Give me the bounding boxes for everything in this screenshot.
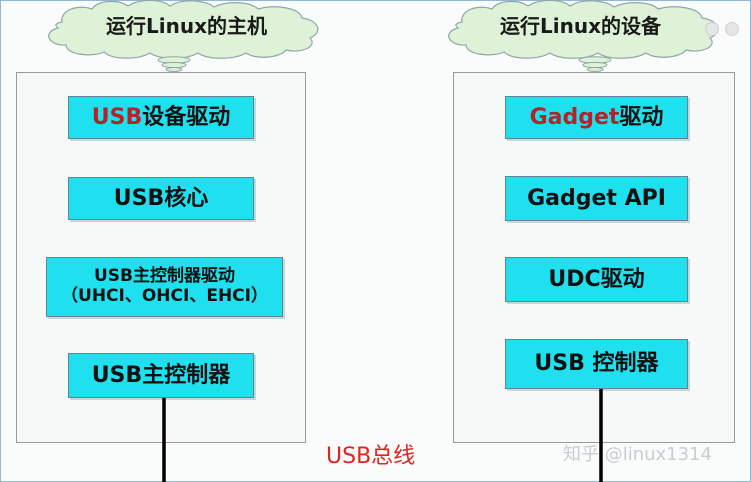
right-panel-caption: 运行Linux的设备 [500,14,661,38]
left-host-controller-driver-line2: （UHCI、OHCI、EHCI） [61,286,268,306]
right-gadget-api-box: Gadget API [505,176,688,221]
right-udc-driver-box: UDC驱动 [505,257,688,302]
usb-bus-label: USB总线 [326,444,416,469]
window-control-dots [705,22,739,36]
control-dot-1[interactable] [705,22,719,36]
left-usb-device-driver-prefix: USB [91,104,143,130]
right-gadget-driver-prefix: Gadget [529,104,620,130]
left-usb-device-driver-label: 设备驱动 [142,104,231,130]
left-usb-core-box: USB核心 [68,177,254,220]
left-panel-caption: 运行Linux的主机 [106,14,267,38]
left-cloud [48,0,319,72]
left-usb-core-label: USB核心 [113,185,209,211]
left-host-controller-label: USB主控制器 [91,362,231,388]
right-cloud [448,0,719,72]
left-host-controller-box: USB主控制器 [68,353,254,398]
control-dot-2[interactable] [725,22,739,36]
right-usb-controller-label: USB 控制器 [534,351,659,377]
right-gadget-driver-label: 驱动 [619,104,664,130]
right-gadget-api-label: Gadget API [527,185,666,211]
right-udc-driver-label: UDC驱动 [548,266,645,292]
left-host-controller-driver-box: USB主控制器驱动 （UHCI、OHCI、EHCI） [46,257,283,317]
right-usb-controller-box: USB 控制器 [505,339,688,389]
watermark: 知乎 @linux1314 [563,444,713,465]
left-host-controller-driver-line1: USB主控制器驱动 [93,266,235,287]
